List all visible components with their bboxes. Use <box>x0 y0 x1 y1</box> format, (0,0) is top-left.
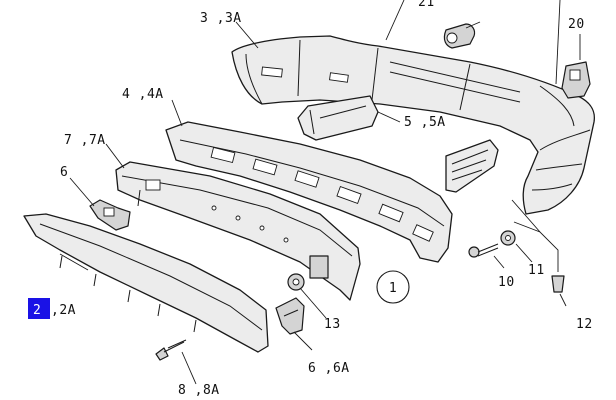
bumper-cover-label: 3 ,3A <box>200 11 242 26</box>
nut-13-label: 13 <box>324 317 341 332</box>
part-2-variant-label: ,2A <box>51 303 76 318</box>
part-2-highlight-box[interactable] <box>28 298 50 319</box>
spacer-part-lower[interactable] <box>445 139 499 193</box>
screw-part-8[interactable] <box>155 339 187 361</box>
spacer-part-upper[interactable] <box>297 95 379 141</box>
bolt-12-label: 12 <box>576 317 593 332</box>
nut-11-label: 11 <box>528 263 545 278</box>
bolt-part-12[interactable] <box>551 275 565 293</box>
part-2-number: 2 <box>33 303 41 318</box>
bracket-6-lower-label: 6 ,6A <box>308 361 350 376</box>
screw-10-label: 10 <box>498 275 515 290</box>
bracket-part-20[interactable] <box>561 34 591 99</box>
screw-part-10[interactable] <box>468 243 499 258</box>
bracket-part-6-lower[interactable] <box>275 297 305 335</box>
spacer-label: 5 ,5A <box>404 115 446 130</box>
energy-absorber-part[interactable] <box>165 121 453 263</box>
nut-part-11[interactable] <box>500 230 516 246</box>
leader-lines <box>59 0 567 385</box>
energy-absorber-label: 4 ,4A <box>122 87 164 102</box>
reinforcement-beam-part[interactable] <box>115 161 361 301</box>
reinforcement-label: 7 ,7A <box>64 133 106 148</box>
screw-8-label: 8 ,8A <box>178 383 220 398</box>
callout-circle-1[interactable] <box>376 270 410 304</box>
bracket-part-6-upper[interactable] <box>89 199 131 231</box>
nut-part-13[interactable] <box>287 273 305 291</box>
clip-part-21[interactable] <box>443 21 481 49</box>
bracket-6-upper-label: 6 <box>60 165 68 180</box>
lower-spoiler-part[interactable] <box>23 213 269 353</box>
clip-21-label: 21 <box>418 0 435 10</box>
callout-1-label: 1 <box>389 281 397 296</box>
bracket-20-label: 20 <box>568 17 585 32</box>
bumper-cover-part[interactable] <box>231 35 596 215</box>
